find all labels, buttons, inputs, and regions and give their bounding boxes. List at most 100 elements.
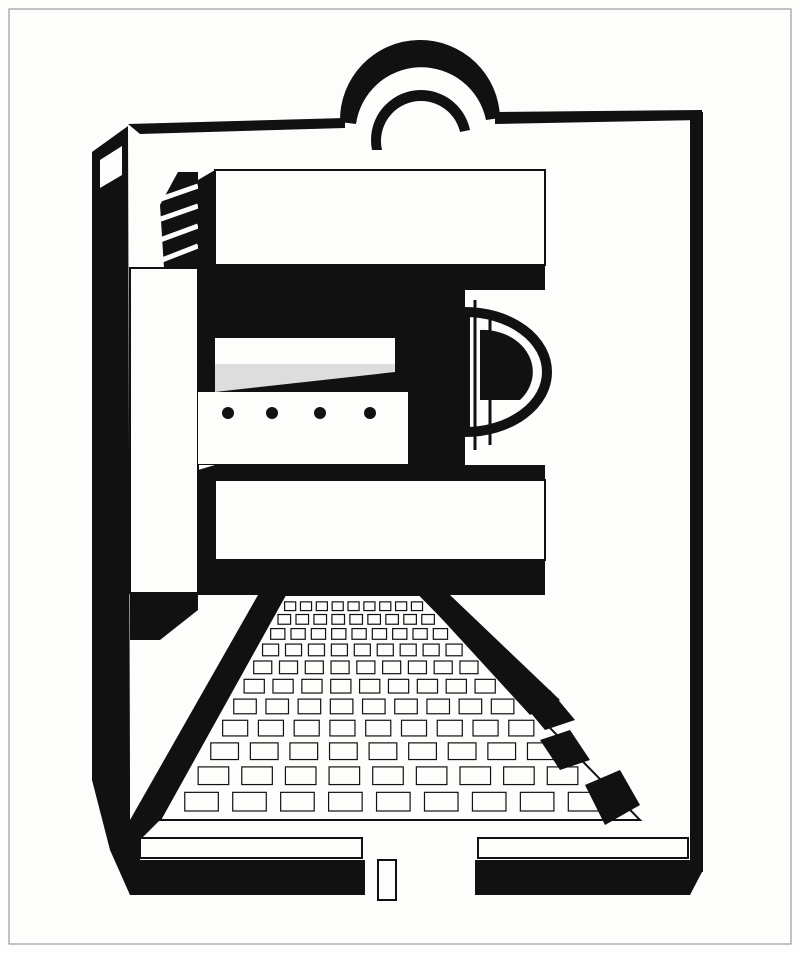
lower-block-top	[215, 465, 545, 480]
floor-tile	[327, 791, 363, 812]
floor-tile	[301, 678, 323, 694]
floor-tile	[331, 627, 347, 640]
floor-tile	[197, 766, 230, 786]
floor-tile	[347, 601, 360, 612]
floor-tile	[313, 613, 328, 625]
floor-tile	[315, 601, 329, 612]
floor-tile	[351, 627, 367, 640]
floor-tile	[293, 719, 320, 737]
floor-tile	[426, 698, 451, 715]
floor-right-band	[420, 595, 560, 715]
floor-tile	[261, 643, 280, 657]
floor-tile	[503, 766, 535, 786]
stair-treads	[157, 183, 199, 263]
floor-tile	[257, 719, 285, 737]
floor-tile	[445, 678, 467, 694]
floor-tile	[358, 678, 381, 694]
right-wall	[690, 112, 702, 872]
floor-tile	[284, 766, 317, 786]
floor-tile	[249, 742, 279, 761]
floor-tile	[421, 613, 435, 625]
top-wall-right	[495, 110, 702, 124]
left-column-shadow	[130, 593, 198, 640]
frame-border	[8, 8, 792, 945]
floor-tile	[433, 660, 453, 675]
floor-tile	[375, 791, 411, 812]
floor-tile	[400, 719, 428, 737]
apse-columns	[473, 300, 492, 450]
inner-ledge-shadow	[215, 364, 395, 392]
floor-tile	[415, 766, 448, 786]
inner-ledge	[215, 338, 395, 364]
floor-tile	[328, 742, 358, 761]
floor-tile	[387, 678, 410, 694]
floor-tile	[272, 678, 294, 694]
lower-block	[214, 479, 546, 561]
floor-tile	[385, 613, 400, 625]
left-wall-cap	[100, 146, 122, 188]
floor-tile	[365, 719, 392, 737]
floor-tile	[474, 678, 496, 694]
floor-grid	[184, 601, 603, 812]
base-right	[475, 860, 702, 895]
floor-tile	[284, 643, 303, 657]
floor-tile	[472, 719, 499, 737]
floor-tile	[459, 766, 492, 786]
floor-tile	[243, 678, 265, 694]
floor-tile	[330, 643, 349, 657]
floor-tile	[379, 601, 392, 612]
floor-tile	[331, 601, 344, 612]
floor-tile	[270, 627, 286, 640]
floor-tile	[330, 678, 352, 694]
floor-tile	[371, 627, 388, 640]
floor-tile	[382, 660, 402, 675]
floor-tile	[280, 791, 315, 812]
floor-tile	[394, 698, 418, 715]
floor-tile	[265, 698, 290, 715]
floor-tile	[241, 766, 273, 786]
floor-tile	[399, 643, 417, 657]
floor-tile	[408, 742, 438, 761]
top-wall	[128, 118, 345, 134]
floor-tile	[277, 613, 292, 625]
floor-tile	[447, 742, 477, 761]
entrance-post	[377, 859, 397, 901]
floor-tile	[412, 627, 428, 640]
floor-tile	[490, 698, 515, 715]
floor-tile	[363, 601, 376, 612]
floor-tile	[508, 719, 535, 737]
floor-tile	[290, 627, 306, 640]
floor-tile	[410, 601, 424, 612]
dome-inner-arch	[370, 90, 470, 150]
floor-tile	[436, 719, 463, 737]
left-outer-wall	[92, 126, 130, 780]
floor-tile	[184, 791, 219, 812]
floor-tile	[368, 742, 398, 761]
base-step-right	[477, 837, 689, 859]
floor-tile	[330, 660, 350, 675]
floor	[158, 594, 643, 821]
upper-block-side	[198, 170, 215, 290]
floor-tile	[233, 698, 257, 715]
floor-tile	[403, 613, 417, 625]
floor-tile	[349, 613, 364, 625]
lower-block-shadow	[198, 560, 545, 595]
floor-right-blocks	[520, 690, 640, 825]
floor-tile	[253, 660, 273, 675]
floor-tile	[295, 613, 310, 625]
left-column	[129, 267, 199, 594]
lower-block-side	[198, 465, 215, 590]
bollards	[222, 404, 424, 419]
floor-tile	[407, 660, 428, 675]
floor-tile	[289, 742, 319, 761]
floor-tile	[331, 613, 346, 625]
floor-tile	[284, 601, 297, 612]
floor-tile	[297, 698, 322, 715]
floor-tile	[376, 643, 394, 657]
apse-shadow	[480, 329, 533, 400]
floor-tile	[278, 660, 299, 675]
floor-tile	[487, 742, 517, 761]
floor-tile	[392, 627, 408, 640]
floor-tile	[422, 643, 440, 657]
